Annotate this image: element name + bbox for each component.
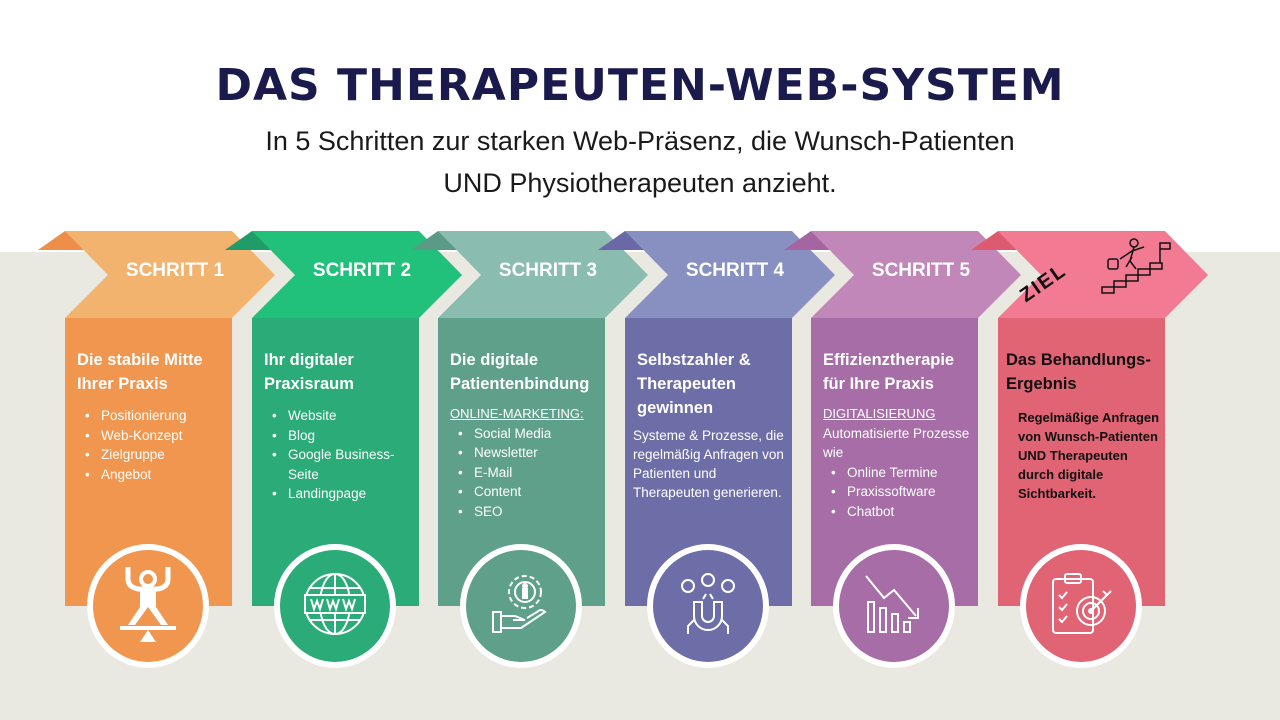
step-bullet-list: PositionierungWeb-KonzeptZielgruppeAngeb…	[77, 406, 227, 484]
step-arrow-header	[411, 231, 648, 318]
step-bullet-list: Online TerminePraxissoftwareChatbot	[823, 463, 973, 522]
clipboard-target-icon	[1049, 571, 1113, 642]
step-arrow-header	[598, 231, 835, 318]
step-bullet-item: Online Termine	[823, 463, 973, 483]
subtitle-line-2: UND Physiotherapeuten anzieht.	[443, 168, 837, 198]
step-icon-circle	[833, 544, 955, 668]
step-bullet-item: Content	[450, 482, 600, 502]
step-label: SCHRITT 2	[312, 260, 412, 281]
step-bullet-item: Web-Konzept	[77, 426, 227, 446]
step-description: Regelmäßige Anfragen von Wunsch-Patiente…	[1018, 410, 1160, 501]
step-arrow-header	[784, 231, 1021, 318]
step-subheading: ONLINE-MARKETING:	[450, 406, 584, 421]
step-column: SCHRITT 4 Selbstzahler & Therapeuten gew…	[598, 0, 835, 720]
subtitle-line-1: In 5 Schritten zur starken Web-Präsenz, …	[265, 126, 1015, 156]
step-icon-circle	[1020, 544, 1142, 668]
step-column: SCHRITT 2 Ihr digitaler PraxisraumWebsit…	[225, 0, 462, 720]
step-bullet-list: Social MediaNewsletterE-MailContentSEO	[450, 424, 600, 522]
step-bullet-item: Website	[264, 406, 414, 426]
step-arrow-header	[225, 231, 462, 318]
step-title: Ihr digitaler Praxisraum	[264, 351, 354, 393]
step-label: SCHRITT 5	[871, 260, 971, 281]
step-title: Effizienztherapie für Ihre Praxis	[823, 351, 955, 393]
step-title: Die stabile Mitte Ihrer Praxis	[77, 351, 203, 393]
magnet-people-icon	[676, 572, 740, 641]
balance-person-icon	[118, 564, 178, 649]
step-icon-circle	[460, 544, 582, 668]
globe-www-icon	[302, 571, 368, 642]
step-bullet-item: SEO	[450, 502, 600, 522]
step-arrow-header	[971, 231, 1208, 318]
step-bullet-item: Newsletter	[450, 443, 600, 463]
step-title: Die digitale Patientenbindung	[450, 351, 590, 393]
step-bullet-item: Social Media	[450, 424, 600, 444]
step-icon-circle	[647, 544, 769, 668]
step-title: Selbstzahler & Therapeuten gewinnen	[637, 351, 751, 417]
step-icon-circle	[87, 544, 209, 668]
step-column: SCHRITT 5 Effizienztherapie für Ihre Pra…	[784, 0, 1021, 720]
step-title: Das Behandlungs-Ergebnis	[1006, 351, 1151, 393]
step-bullet-item: Landingpage	[264, 484, 414, 504]
step-bullet-item: Google Business-Seite	[264, 445, 414, 484]
step-arrow-header	[38, 231, 275, 318]
step-bullet-item: Zielgruppe	[77, 445, 227, 465]
step-description: Systeme & Prozesse, die regelmäßig Anfra…	[633, 428, 784, 500]
step-bullet-item: Angebot	[77, 465, 227, 485]
step-label: SCHRITT 3	[498, 260, 598, 281]
step-icon-circle	[274, 544, 396, 668]
step-bullet-item: Praxissoftware	[823, 482, 973, 502]
step-intro: Automatisierte Prozesse wie	[823, 425, 970, 461]
stairs-climber-icon	[1101, 238, 1171, 294]
page-title: DAS THERAPEUTEN-WEB-SYSTEM	[215, 60, 1065, 111]
step-bullet-item: Positionierung	[77, 406, 227, 426]
hand-gear-person-icon	[491, 572, 551, 641]
step-subheading: DIGITALISIERUNG	[823, 406, 936, 421]
chart-decline-icon	[862, 572, 926, 641]
step-bullet-item: Chatbot	[823, 502, 973, 522]
step-column: SCHRITT 1 Die stabile Mitte Ihrer Praxis…	[38, 0, 275, 720]
step-bullet-list: WebsiteBlogGoogle Business-SeiteLandingp…	[264, 406, 414, 504]
step-label: SCHRITT 4	[685, 260, 785, 281]
step-bullet-item: E-Mail	[450, 463, 600, 483]
step-label: SCHRITT 1	[125, 260, 225, 281]
step-bullet-item: Blog	[264, 426, 414, 446]
